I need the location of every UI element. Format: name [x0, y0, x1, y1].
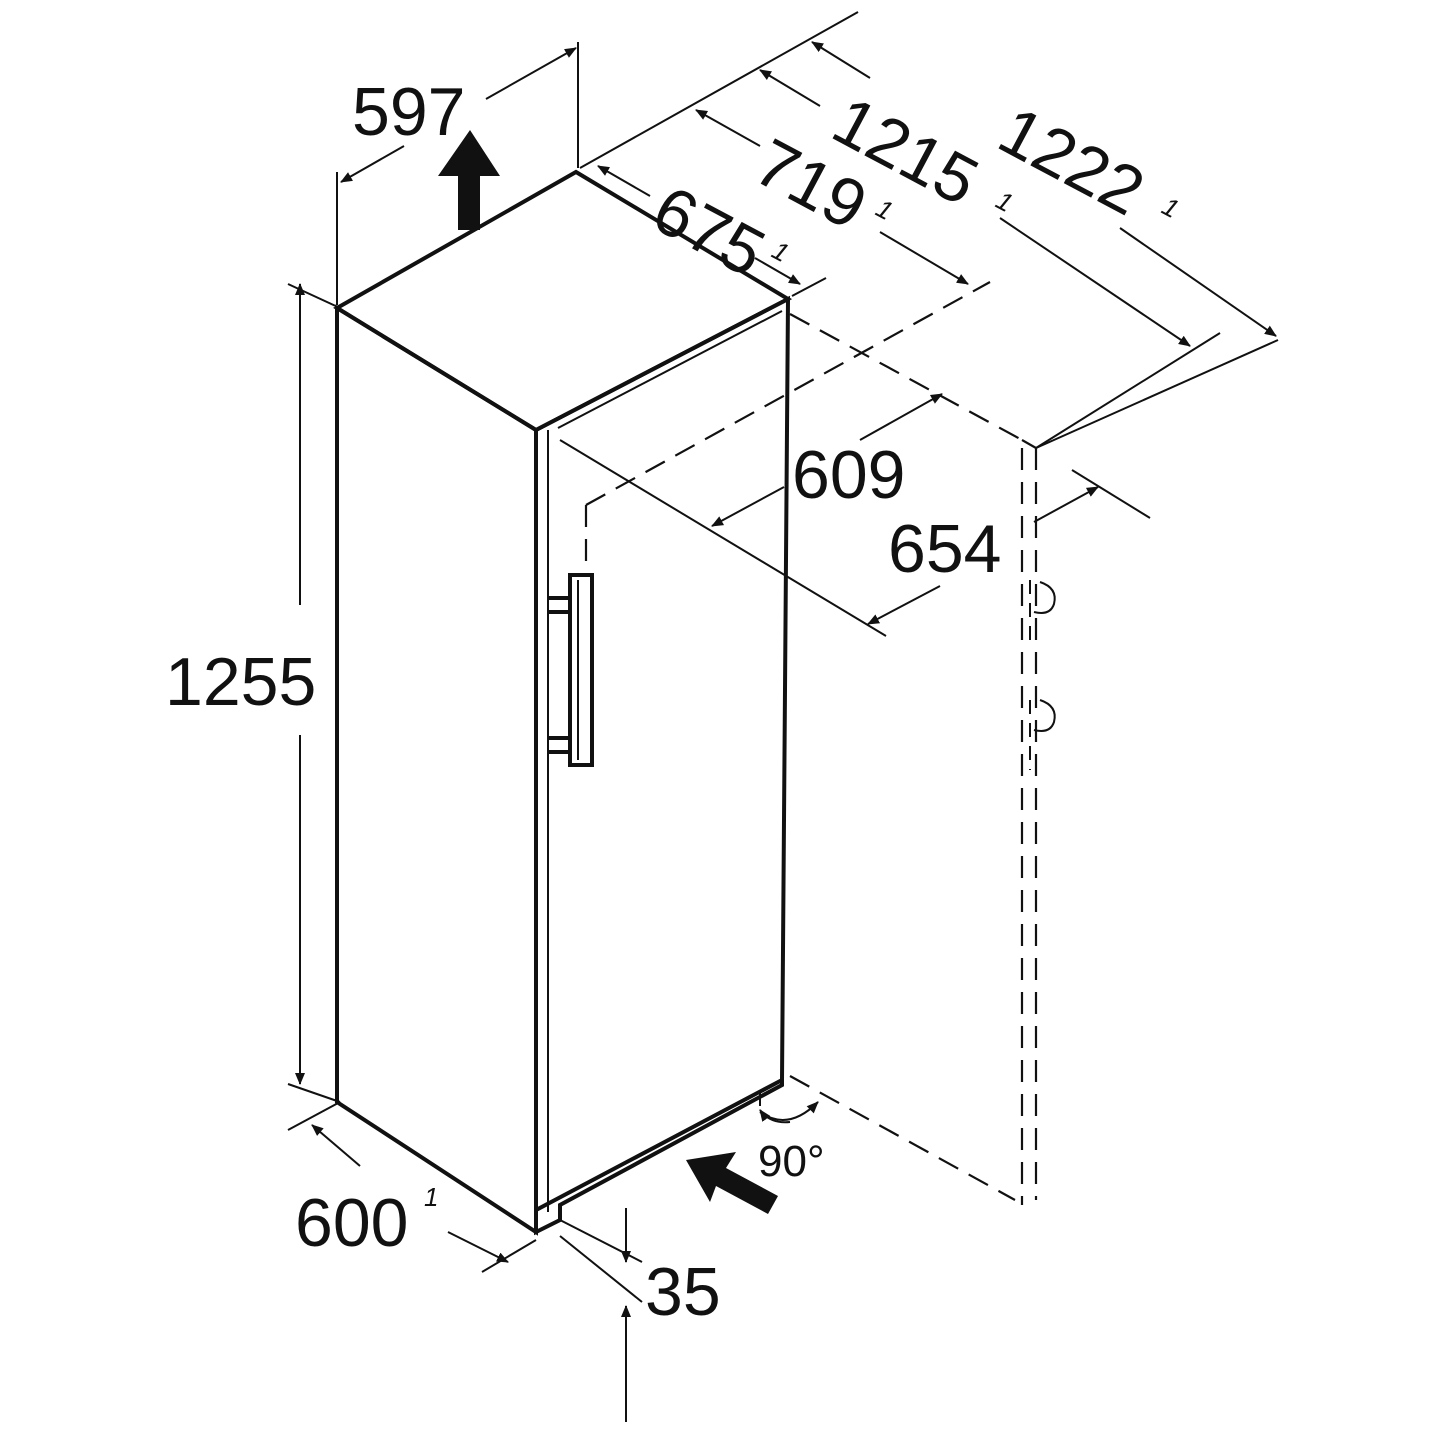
dim-niche-654: 654 [888, 511, 1001, 587]
dim-depth-1222-note: 1 [1157, 191, 1184, 224]
dim-door-angle: 90° [758, 1137, 825, 1186]
appliance-side-face [335, 304, 538, 1236]
dim-depth-675-note: 1 [767, 235, 794, 268]
dim-niche-609: 609 [792, 437, 905, 513]
dim-width-bottom: 600 [295, 1185, 408, 1261]
dim-width-bottom-note: 1 [424, 1182, 438, 1212]
dimension-lines [287, 11, 1279, 1422]
dim-width-top: 597 [352, 74, 465, 150]
dim-depth-719-note: 1 [871, 193, 898, 226]
door-handle [548, 573, 594, 767]
appliance-body [333, 169, 793, 1236]
arrow-up-icon [438, 130, 500, 230]
niche-outline [584, 281, 1221, 1205]
dim-plinth: 35 [645, 1254, 721, 1330]
dim-height: 1255 [165, 644, 316, 720]
dim-depth-1222: 1222 [987, 92, 1156, 230]
dim-depth-1215-note: 1 [991, 185, 1018, 218]
appliance-door-face [534, 295, 791, 1214]
arrow-right-icon [686, 1152, 778, 1214]
